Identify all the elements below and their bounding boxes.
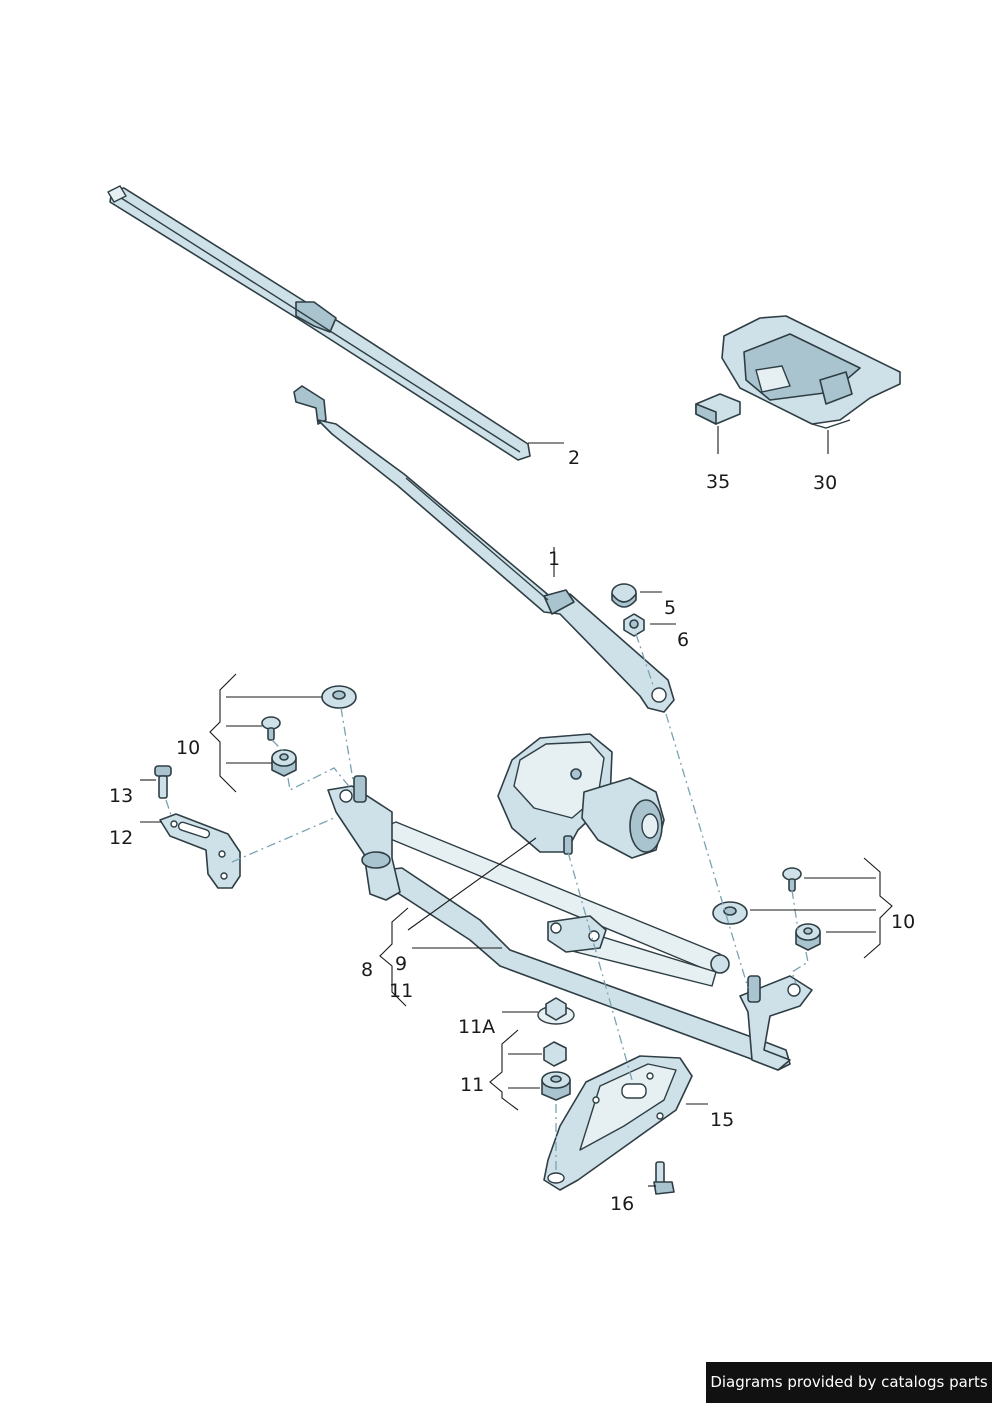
callout-16: 16 <box>610 1193 634 1215</box>
callout-10-right: 10 <box>891 911 915 933</box>
mounting-plate[interactable] <box>543 1055 693 1191</box>
callout-1: 1 <box>548 548 560 570</box>
hex-nut[interactable] <box>623 613 645 637</box>
wiper-motor[interactable] <box>497 733 665 859</box>
assembly-lines <box>165 633 809 1170</box>
callout-5: 5 <box>664 597 676 619</box>
callout-13: 13 <box>109 785 133 807</box>
callout-labels: 1 2 5 6 35 30 10 13 12 10 8 9 11 11A 11 … <box>109 447 915 1215</box>
screw-right[interactable] <box>782 867 802 892</box>
bolt-13[interactable] <box>154 765 172 799</box>
grommet-right[interactable] <box>795 923 821 951</box>
callout-2: 2 <box>568 447 580 469</box>
wiper-blade[interactable] <box>107 185 531 461</box>
callout-6: 6 <box>677 629 689 651</box>
washer-right[interactable] <box>712 901 748 925</box>
grommet-11[interactable] <box>541 1071 571 1101</box>
callout-35: 35 <box>706 471 730 493</box>
credit-badge: Diagrams provided by catalogs parts <box>706 1362 992 1403</box>
callout-11-mount: 11 <box>460 1074 484 1096</box>
leader-lines <box>140 426 893 1187</box>
spacer-11[interactable] <box>543 1041 567 1067</box>
callout-8: 8 <box>361 959 373 981</box>
wiper-arm[interactable] <box>293 385 675 713</box>
mounting-bracket[interactable] <box>159 813 241 889</box>
callout-9: 9 <box>395 953 407 975</box>
callout-11A: 11A <box>458 1016 495 1038</box>
grommet-left[interactable] <box>271 749 297 777</box>
callout-12: 12 <box>109 827 133 849</box>
callout-15: 15 <box>710 1109 734 1131</box>
connector[interactable] <box>695 393 741 425</box>
wiper-linkage[interactable] <box>327 775 813 1071</box>
callout-11-linkage: 11 <box>389 980 413 1002</box>
washer-left[interactable] <box>321 685 357 709</box>
flange-nut-11A[interactable] <box>537 997 575 1025</box>
bolt-16[interactable] <box>653 1161 675 1195</box>
screw-left[interactable] <box>261 716 281 741</box>
callout-30: 30 <box>813 472 837 494</box>
cap[interactable] <box>611 583 637 608</box>
sensor-housing[interactable] <box>721 315 901 429</box>
callout-10-left: 10 <box>176 737 200 759</box>
